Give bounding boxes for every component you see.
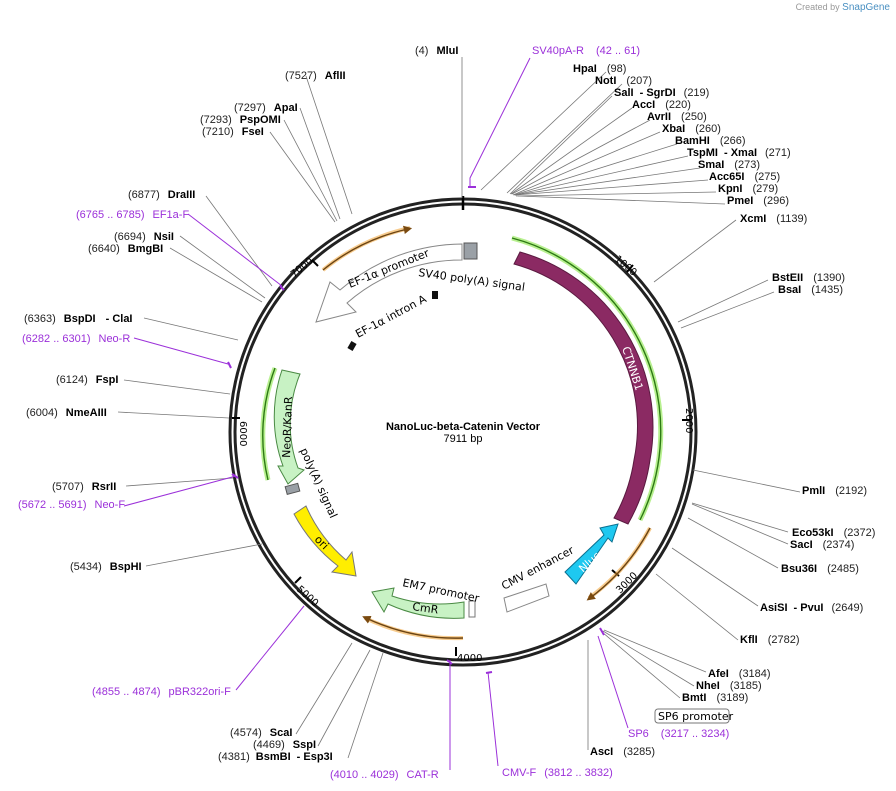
svg-text:Bsu36I(2485): Bsu36I(2485) xyxy=(781,563,859,575)
ef1a-intron-label: EF-1α intron A xyxy=(353,292,429,340)
svg-text:(7293)PspOMI: (7293)PspOMI xyxy=(200,114,281,126)
ori-arrow xyxy=(293,505,357,577)
primer-leaders xyxy=(123,57,629,770)
svg-text:(7210)FseI: (7210)FseI xyxy=(202,126,264,138)
svg-text:(4010 .. 4029)CAT-R: (4010 .. 4029)CAT-R xyxy=(330,769,439,781)
tick-6000: 6000 xyxy=(237,421,248,446)
svg-text:AfeI(3184): AfeI(3184) xyxy=(708,668,771,680)
sv40-polya-box xyxy=(463,242,478,260)
svg-text:BamHI(266): BamHI(266) xyxy=(675,135,746,147)
svg-text:(6765 .. 6785)EF1a-F: (6765 .. 6785)EF1a-F xyxy=(76,209,189,221)
sv40-polya-label: SV40 poly(A) signal xyxy=(418,266,526,294)
svg-text:AvrII(250): AvrII(250) xyxy=(647,111,707,123)
svg-text:XcmI(1139): XcmI(1139) xyxy=(740,213,807,225)
svg-text:BstEII(1390): BstEII(1390) xyxy=(772,272,845,284)
green-arc-left xyxy=(262,367,276,481)
enzyme-leaders xyxy=(117,57,801,759)
svg-text:SalI- SgrDI(219): SalI- SgrDI(219) xyxy=(614,87,709,99)
svg-text:(4381)BsmBI- Esp3I: (4381)BsmBI- Esp3I xyxy=(218,751,333,763)
svg-text:SP6(3217 .. 3234): SP6(3217 .. 3234) xyxy=(628,728,729,740)
credit-prefix: Created by xyxy=(795,2,840,12)
svg-text:(6004)NmeAIII: (6004)NmeAIII xyxy=(26,407,107,419)
svg-text:NotI(207): NotI(207) xyxy=(595,75,652,87)
svg-text:AccI(220): AccI(220) xyxy=(632,99,691,111)
tick-1000: 1000 xyxy=(612,254,639,279)
svg-text:HpaI(98): HpaI(98) xyxy=(573,63,626,75)
svg-text:BsaI(1435): BsaI(1435) xyxy=(778,284,843,296)
svg-text:(4469)SspI: (4469)SspI xyxy=(253,739,316,751)
svg-text:XbaI(260): XbaI(260) xyxy=(662,123,721,135)
svg-text:(4574)ScaI: (4574)ScaI xyxy=(230,727,292,739)
sp6-promoter-label: SP6 promoter xyxy=(658,710,734,723)
tick-7000: 7000 xyxy=(289,256,316,281)
tick-4000: 4000 xyxy=(457,653,482,664)
neor-arrow xyxy=(273,369,305,485)
svg-text:(6640)BmgBI: (6640)BmgBI xyxy=(88,243,163,255)
snapgene-logo: SnapGene xyxy=(842,2,890,13)
cmr-label: CmR xyxy=(412,600,440,617)
svg-text:(6282 .. 6301)Neo-R: (6282 .. 6301)Neo-R xyxy=(22,333,130,345)
svg-text:(5434)BspHI: (5434)BspHI xyxy=(70,561,142,573)
svg-text:Acc65I(275): Acc65I(275) xyxy=(709,171,780,183)
svg-text:BmtI(3189): BmtI(3189) xyxy=(682,692,748,704)
primer-labels: SV40pA-R(42 .. 61) SP6(3217 .. 3234) CMV… xyxy=(18,45,729,781)
svg-text:(7297)ApaI: (7297)ApaI xyxy=(234,102,298,114)
position-ticks xyxy=(232,259,690,656)
svg-text:AscI(3285): AscI(3285) xyxy=(590,746,655,758)
svg-text:CMV-F(3812 .. 3832): CMV-F(3812 .. 3832) xyxy=(502,767,613,779)
svg-text:(5707)RsrII: (5707)RsrII xyxy=(52,481,116,493)
svg-text:(4)MluI: (4)MluI xyxy=(415,45,458,57)
svg-text:(4855 .. 4874)pBR322ori-F: (4855 .. 4874)pBR322ori-F xyxy=(92,686,231,698)
svg-text:(6877)DraIII: (6877)DraIII xyxy=(128,189,195,201)
svg-text:(5672 .. 5691)Neo-F: (5672 .. 5691)Neo-F xyxy=(18,499,125,511)
ef1a-promoter-arrow xyxy=(315,243,463,323)
cmv-enhancer-box xyxy=(503,583,550,613)
nluc-arrow xyxy=(564,523,619,585)
svg-text:AsiSI- PvuI(2649): AsiSI- PvuI(2649) xyxy=(760,602,863,614)
intron-marker-2 xyxy=(347,341,357,351)
svg-text:TspMI- XmaI(271): TspMI- XmaI(271) xyxy=(687,147,791,159)
primer-marks xyxy=(227,186,605,674)
neor-label: NeoR/KanR xyxy=(280,396,295,458)
tick-2000: 2000 xyxy=(683,408,694,433)
svg-text:(7527)AflII: (7527)AflII xyxy=(285,70,346,82)
snapgene-credit: Created by SnapGene xyxy=(796,2,890,13)
orange-arcs xyxy=(322,225,651,639)
svg-text:KflI(2782): KflI(2782) xyxy=(740,634,800,646)
svg-text:SacI(2374): SacI(2374) xyxy=(790,539,854,551)
ctnnb1-arrow xyxy=(513,251,654,525)
cmv-enhancer-label: CMV enhancer xyxy=(499,543,576,592)
svg-text:(6694)NsiI: (6694)NsiI xyxy=(114,231,174,243)
green-arc xyxy=(511,237,662,521)
vector-name: NanoLuc-beta-Catenin Vector xyxy=(386,421,541,433)
vector-size: 7911 bp xyxy=(444,433,483,445)
polya-box xyxy=(284,482,301,496)
svg-text:PmeI(296): PmeI(296) xyxy=(727,195,789,207)
intron-marker-1 xyxy=(432,291,438,299)
enzyme-labels: (4)MluI HpaI(98) NotI(207) SalI- SgrDI(2… xyxy=(24,45,875,763)
svg-text:KpnI(279): KpnI(279) xyxy=(718,183,778,195)
svg-text:SV40pA-R(42 .. 61): SV40pA-R(42 .. 61) xyxy=(532,45,640,57)
nluc-label: Nluc xyxy=(576,549,603,575)
small-promoter-box xyxy=(468,600,476,618)
svg-text:NheI(3185): NheI(3185) xyxy=(696,680,762,692)
svg-text:(6124)FspI: (6124)FspI xyxy=(56,374,118,386)
svg-text:Eco53kI(2372): Eco53kI(2372) xyxy=(792,527,875,539)
svg-text:(6363)BspDI- ClaI: (6363)BspDI- ClaI xyxy=(24,313,133,325)
sp6-promoter-box xyxy=(654,708,730,724)
svg-text:SmaI(273): SmaI(273) xyxy=(698,159,760,171)
svg-text:PmlI(2192): PmlI(2192) xyxy=(802,485,867,497)
cmr-arrow xyxy=(371,587,465,619)
